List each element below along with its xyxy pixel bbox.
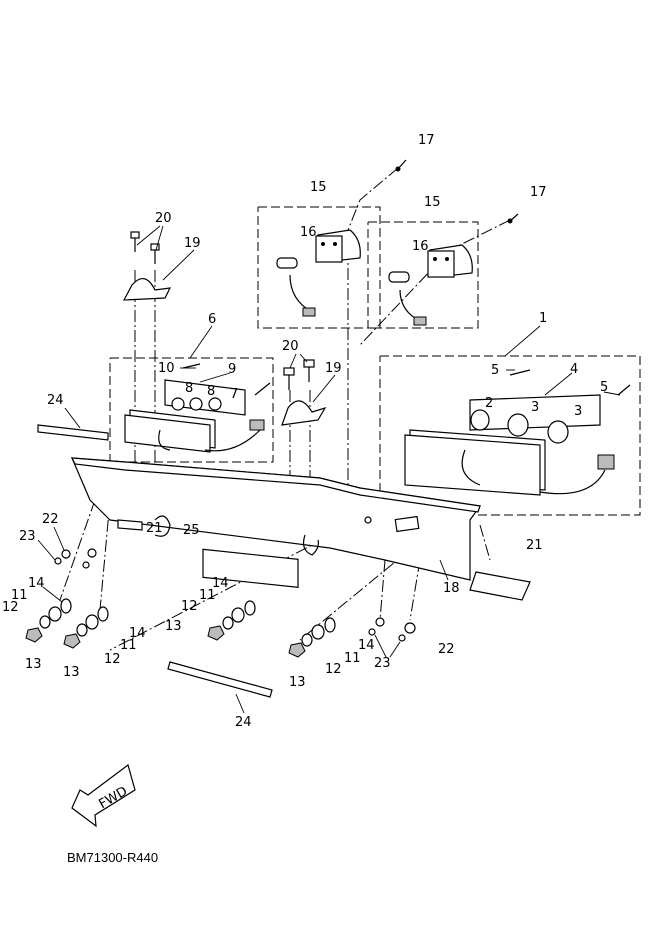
callout: 24 xyxy=(235,715,252,730)
callout: 19 xyxy=(325,361,342,376)
callout: 21 xyxy=(146,521,163,536)
plate-21-right xyxy=(469,571,531,601)
callout: 6 xyxy=(208,312,216,327)
screw-17-right xyxy=(507,213,519,224)
callout: 3 xyxy=(574,404,582,419)
callout: 16 xyxy=(300,225,317,240)
bracket-19-left xyxy=(122,278,172,301)
callout: 7 xyxy=(230,387,238,402)
callouts: 17 17 15 15 16 16 20 19 6 1 20 19 10 9 8… xyxy=(2,133,608,730)
callout: 22 xyxy=(42,512,59,527)
callout: 14 xyxy=(212,576,229,591)
assembly-box-15-left xyxy=(257,206,381,329)
callout: 12 xyxy=(2,600,19,615)
callout: 21 xyxy=(526,538,543,553)
callout: 14 xyxy=(358,638,375,653)
callout: 14 xyxy=(28,576,45,591)
callout: 17 xyxy=(530,185,547,200)
fwd-arrow-icon: FWD xyxy=(71,763,136,828)
panel-18 xyxy=(70,457,482,588)
callout: 2 xyxy=(485,396,493,411)
callout: 10 xyxy=(158,361,175,376)
callout: 12 xyxy=(104,652,121,667)
license-lamp-16-right xyxy=(388,244,473,326)
callout: 18 xyxy=(443,581,460,596)
callout: 3 xyxy=(531,400,539,415)
bolt-20-center xyxy=(283,359,315,390)
callout: 9 xyxy=(228,362,236,377)
callout: 1 xyxy=(539,311,547,326)
tail-lamp-6 xyxy=(124,363,271,453)
plate-21-left xyxy=(117,519,143,531)
callout: 12 xyxy=(181,599,198,614)
callout: 23 xyxy=(19,529,36,544)
assembly-box-15-right xyxy=(367,221,479,329)
callout: 11 xyxy=(120,638,137,653)
callout: 13 xyxy=(25,657,42,672)
callout: 4 xyxy=(570,362,578,377)
callout: 16 xyxy=(412,239,429,254)
callout: 17 xyxy=(418,133,435,148)
callout: 12 xyxy=(325,662,342,677)
license-lamp-16-left xyxy=(276,229,361,317)
leader-lines xyxy=(37,225,621,714)
callout: 23 xyxy=(374,656,391,671)
callout: 24 xyxy=(47,393,64,408)
callout: 5 xyxy=(600,380,608,395)
tail-lamp-1 xyxy=(404,369,631,496)
screw-17-left xyxy=(395,159,407,172)
callout: 20 xyxy=(155,211,172,226)
hardware-washers-nuts xyxy=(25,548,416,658)
callout: 15 xyxy=(424,195,441,210)
callout: 13 xyxy=(165,619,182,634)
callout: 22 xyxy=(438,642,455,657)
callout: 20 xyxy=(282,339,299,354)
callout: 11 xyxy=(344,651,361,666)
strip-24-top xyxy=(37,424,109,441)
callout: 11 xyxy=(199,588,216,603)
callout: 15 xyxy=(310,180,327,195)
callout: 13 xyxy=(289,675,306,690)
assembly-box-1 xyxy=(379,355,641,516)
strip-24-bottom xyxy=(167,661,273,698)
callout: 8 xyxy=(185,381,193,396)
callout: 14 xyxy=(129,626,146,641)
assembly-box-6 xyxy=(109,357,274,463)
callout: 8 xyxy=(207,384,215,399)
bolt-20 xyxy=(130,231,160,264)
callout: 19 xyxy=(184,236,201,251)
callout: 25 xyxy=(183,523,200,538)
callout: 11 xyxy=(11,588,28,603)
callout: 13 xyxy=(63,665,80,680)
bracket-19-center xyxy=(281,400,327,426)
diagram-code: BM71300-R440 xyxy=(67,850,159,865)
callout: 5 xyxy=(491,363,499,378)
